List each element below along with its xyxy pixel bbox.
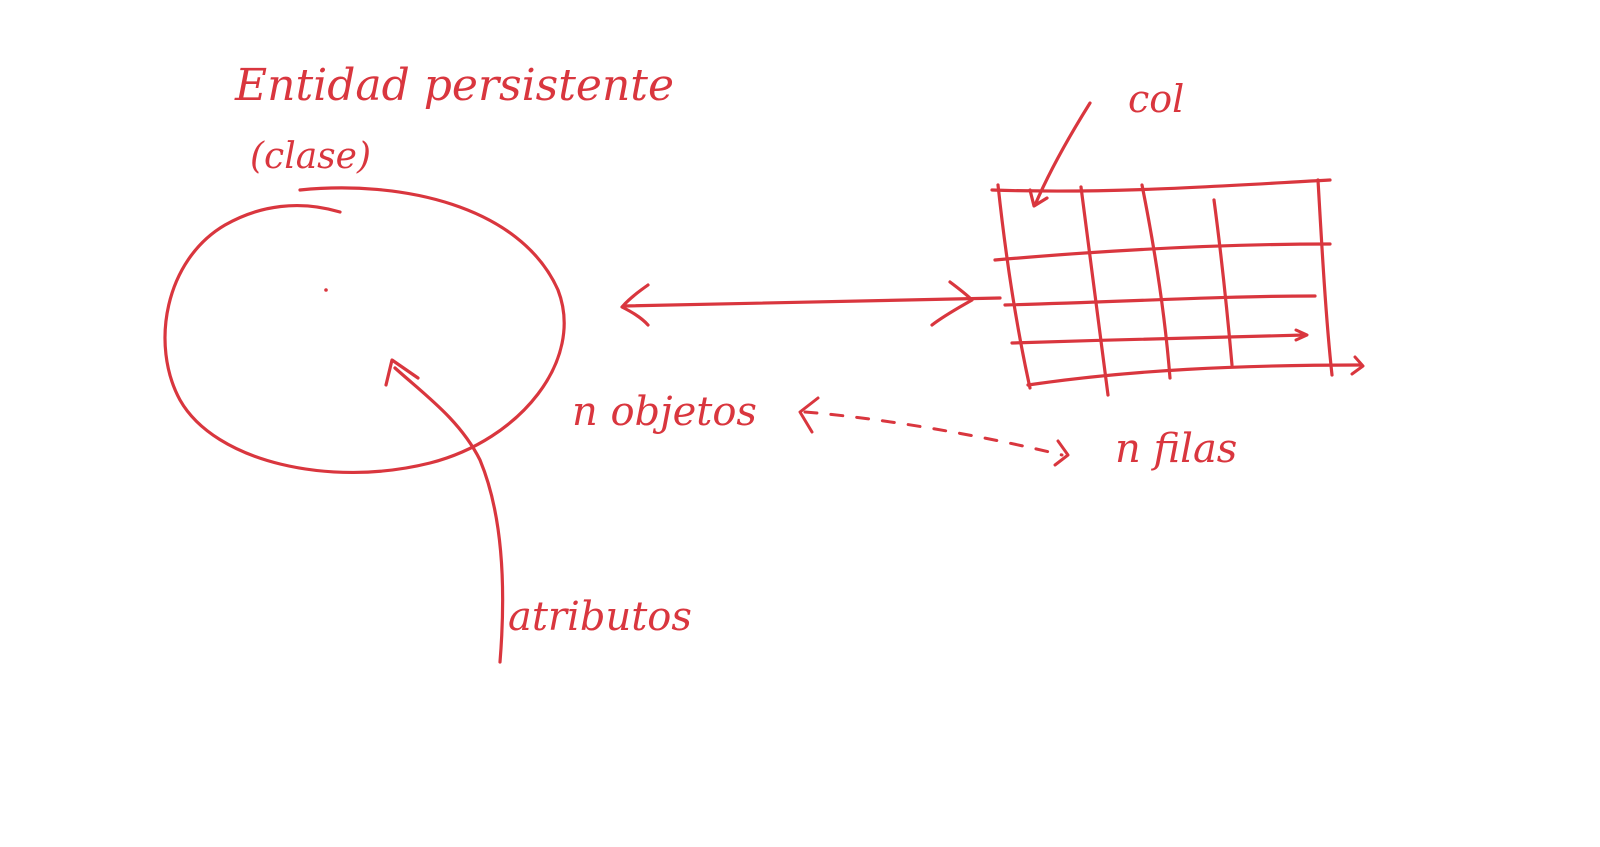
attributes-label: atributos [508, 594, 692, 640]
entity-ellipse [163, 186, 566, 474]
entity-subtitle: (clase) [250, 136, 371, 177]
objects-label: n objetos [572, 389, 757, 435]
column-label: col [1128, 77, 1184, 121]
table-grid [990, 178, 1365, 397]
mapping-arrow [620, 280, 1002, 327]
column-pointer-arrow [1028, 101, 1092, 208]
attributes-pointer-arrow [384, 358, 505, 664]
correspondence-dashed-arrow [798, 396, 1070, 467]
rows-label: n filas [1115, 426, 1237, 472]
entity-title: Entidad persistente [234, 60, 674, 111]
